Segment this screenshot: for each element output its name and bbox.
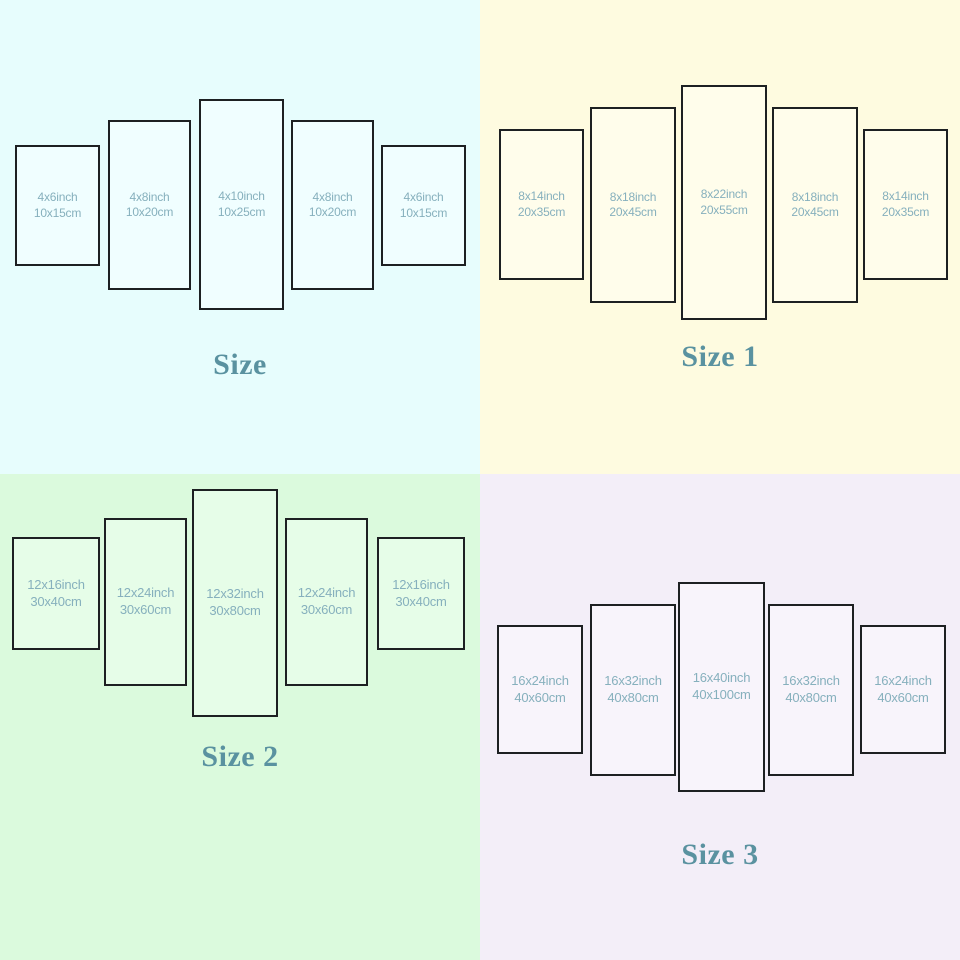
panel-label-cm: 30x40cm [395, 593, 447, 609]
panel-label-inch: 8x18inch [609, 189, 657, 204]
panel-label-cm: 30x80cm [209, 603, 261, 618]
panel-item[interactable]: 12x16inch 30x40cm [12, 537, 100, 650]
panel-group-size-3: 16x24inch 40x60cm 16x32inch 40x80cm 16x4… [480, 474, 960, 960]
panel-label-cm: 40x60cm [514, 689, 566, 705]
panel-label: 16x24inch 40x60cm [511, 672, 569, 706]
panel-item[interactable]: 4x10inch 10x25cm [199, 99, 284, 310]
panel-label-inch: 8x14inch [518, 189, 565, 204]
panel-group-size-2: 12x16inch 30x40cm 12x24inch 30x60cm 12x3… [0, 474, 480, 960]
panel-label: 12x24inch 30x60cm [116, 585, 175, 618]
panel-item[interactable]: 16x32inch 40x80cm [590, 604, 676, 776]
panel-label-cm: 10x20cm [308, 205, 357, 219]
panel-label-inch: 12x16inch [392, 576, 450, 592]
quadrant-title: Size 2 [201, 740, 279, 773]
panel-item[interactable]: 4x8inch 10x20cm [291, 120, 374, 290]
quadrant-title: Size 1 [681, 340, 759, 373]
panel-label: 16x32inch 40x80cm [782, 673, 840, 706]
panel-label-cm: 10x25cm [217, 204, 266, 219]
panel-label-cm: 20x35cm [881, 204, 930, 219]
panel-label-cm: 20x55cm [700, 202, 748, 217]
panel-label: 4x8inch 10x20cm [126, 190, 173, 221]
panel-label-cm: 10x20cm [125, 205, 174, 219]
panel-label: 4x8inch 10x20cm [309, 190, 356, 221]
panel-label-inch: 16x24inch [511, 672, 569, 688]
panel-label: 4x6inch 10x15cm [400, 190, 447, 221]
panel-label: 8x22inch 20x55cm [700, 187, 747, 218]
panel-label-cm: 30x40cm [30, 593, 82, 609]
panel-item[interactable]: 12x24inch 30x60cm [285, 518, 368, 686]
panel-label-cm: 20x35cm [517, 204, 566, 219]
quadrant-size-3: 16x24inch 40x60cm 16x32inch 40x80cm 16x4… [480, 474, 960, 960]
panel-label-inch: 4x8inch [129, 189, 170, 204]
panel-label-cm: 40x100cm [692, 687, 751, 702]
panel-item[interactable]: 16x24inch 40x60cm [497, 625, 583, 754]
panel-label-inch: 4x8inch [312, 189, 353, 204]
panel-label: 4x10inch 10x25cm [218, 189, 265, 220]
panel-label: 12x16inch 30x40cm [392, 576, 450, 610]
panel-label-inch: 4x6inch [37, 190, 78, 205]
panel-item[interactable]: 4x6inch 10x15cm [15, 145, 100, 266]
panel-label: 8x18inch 20x45cm [609, 190, 656, 221]
panel-item[interactable]: 8x18inch 20x45cm [772, 107, 858, 303]
quadrant-size: 4x6inch 10x15cm 4x8inch 10x20cm 4x10inch… [0, 0, 480, 474]
panel-item[interactable]: 12x32inch 30x80cm [192, 489, 278, 717]
panel-label-inch: 16x24inch [874, 672, 932, 688]
panel-label-cm: 40x80cm [785, 690, 837, 705]
panel-label: 12x24inch 30x60cm [297, 585, 356, 618]
panel-label-inch: 12x16inch [27, 576, 85, 592]
panel-label-inch: 16x32inch [604, 673, 662, 689]
quadrant-title: Size 3 [681, 838, 759, 871]
panel-item[interactable]: 16x24inch 40x60cm [860, 625, 946, 754]
panel-item[interactable]: 8x22inch 20x55cm [681, 85, 767, 320]
quadrant-size-1: 8x14inch 20x35cm 8x18inch 20x45cm 8x22in… [480, 0, 960, 474]
panel-label-inch: 8x18inch [791, 189, 839, 204]
panel-label: 16x40inch 40x100cm [692, 670, 751, 703]
panel-label: 16x24inch 40x60cm [874, 672, 932, 706]
panel-label-inch: 4x10inch [218, 189, 265, 204]
panel-label: 8x18inch 20x45cm [791, 190, 838, 221]
panel-label-inch: 12x24inch [297, 585, 356, 601]
panel-label: 8x14inch 20x35cm [882, 189, 929, 220]
panel-label-inch: 12x24inch [116, 585, 175, 601]
panel-item[interactable]: 8x14inch 20x35cm [863, 129, 948, 280]
panel-label-inch: 4x6inch [403, 190, 444, 205]
panel-item[interactable]: 16x32inch 40x80cm [768, 604, 854, 776]
panel-label-cm: 30x60cm [119, 602, 172, 617]
panel-label-cm: 10x15cm [399, 205, 448, 220]
panel-label: 4x6inch 10x15cm [34, 190, 81, 221]
panel-label-cm: 20x45cm [609, 205, 657, 219]
panel-label-inch: 12x32inch [206, 586, 264, 602]
panel-group-size: 4x6inch 10x15cm 4x8inch 10x20cm 4x10inch… [0, 0, 480, 474]
panel-label-inch: 8x14inch [882, 189, 929, 204]
panel-item[interactable]: 8x18inch 20x45cm [590, 107, 676, 303]
panel-label-cm: 20x45cm [791, 205, 839, 219]
panel-label-inch: 16x40inch [692, 670, 751, 686]
panel-item[interactable]: 12x16inch 30x40cm [377, 537, 465, 650]
panel-label-cm: 30x60cm [300, 602, 353, 617]
panel-label-cm: 40x80cm [607, 690, 659, 705]
panel-item[interactable]: 12x24inch 30x60cm [104, 518, 187, 686]
panel-label: 12x16inch 30x40cm [27, 576, 85, 610]
panel-label-cm: 40x60cm [877, 689, 929, 705]
panel-item[interactable]: 16x40inch 40x100cm [678, 582, 765, 792]
panel-label: 12x32inch 30x80cm [206, 586, 264, 619]
panel-label-inch: 16x32inch [782, 673, 840, 689]
panel-label: 8x14inch 20x35cm [518, 189, 565, 220]
quadrant-title: Size [213, 348, 267, 381]
panel-group-size-1: 8x14inch 20x35cm 8x18inch 20x45cm 8x22in… [480, 0, 960, 474]
panel-label-cm: 10x15cm [33, 205, 82, 220]
panel-label-inch: 8x22inch [700, 187, 748, 202]
panel-label: 16x32inch 40x80cm [604, 673, 662, 706]
panel-item[interactable]: 4x8inch 10x20cm [108, 120, 191, 290]
quadrant-size-2: 12x16inch 30x40cm 12x24inch 30x60cm 12x3… [0, 474, 480, 960]
panel-item[interactable]: 4x6inch 10x15cm [381, 145, 466, 266]
panel-item[interactable]: 8x14inch 20x35cm [499, 129, 584, 280]
